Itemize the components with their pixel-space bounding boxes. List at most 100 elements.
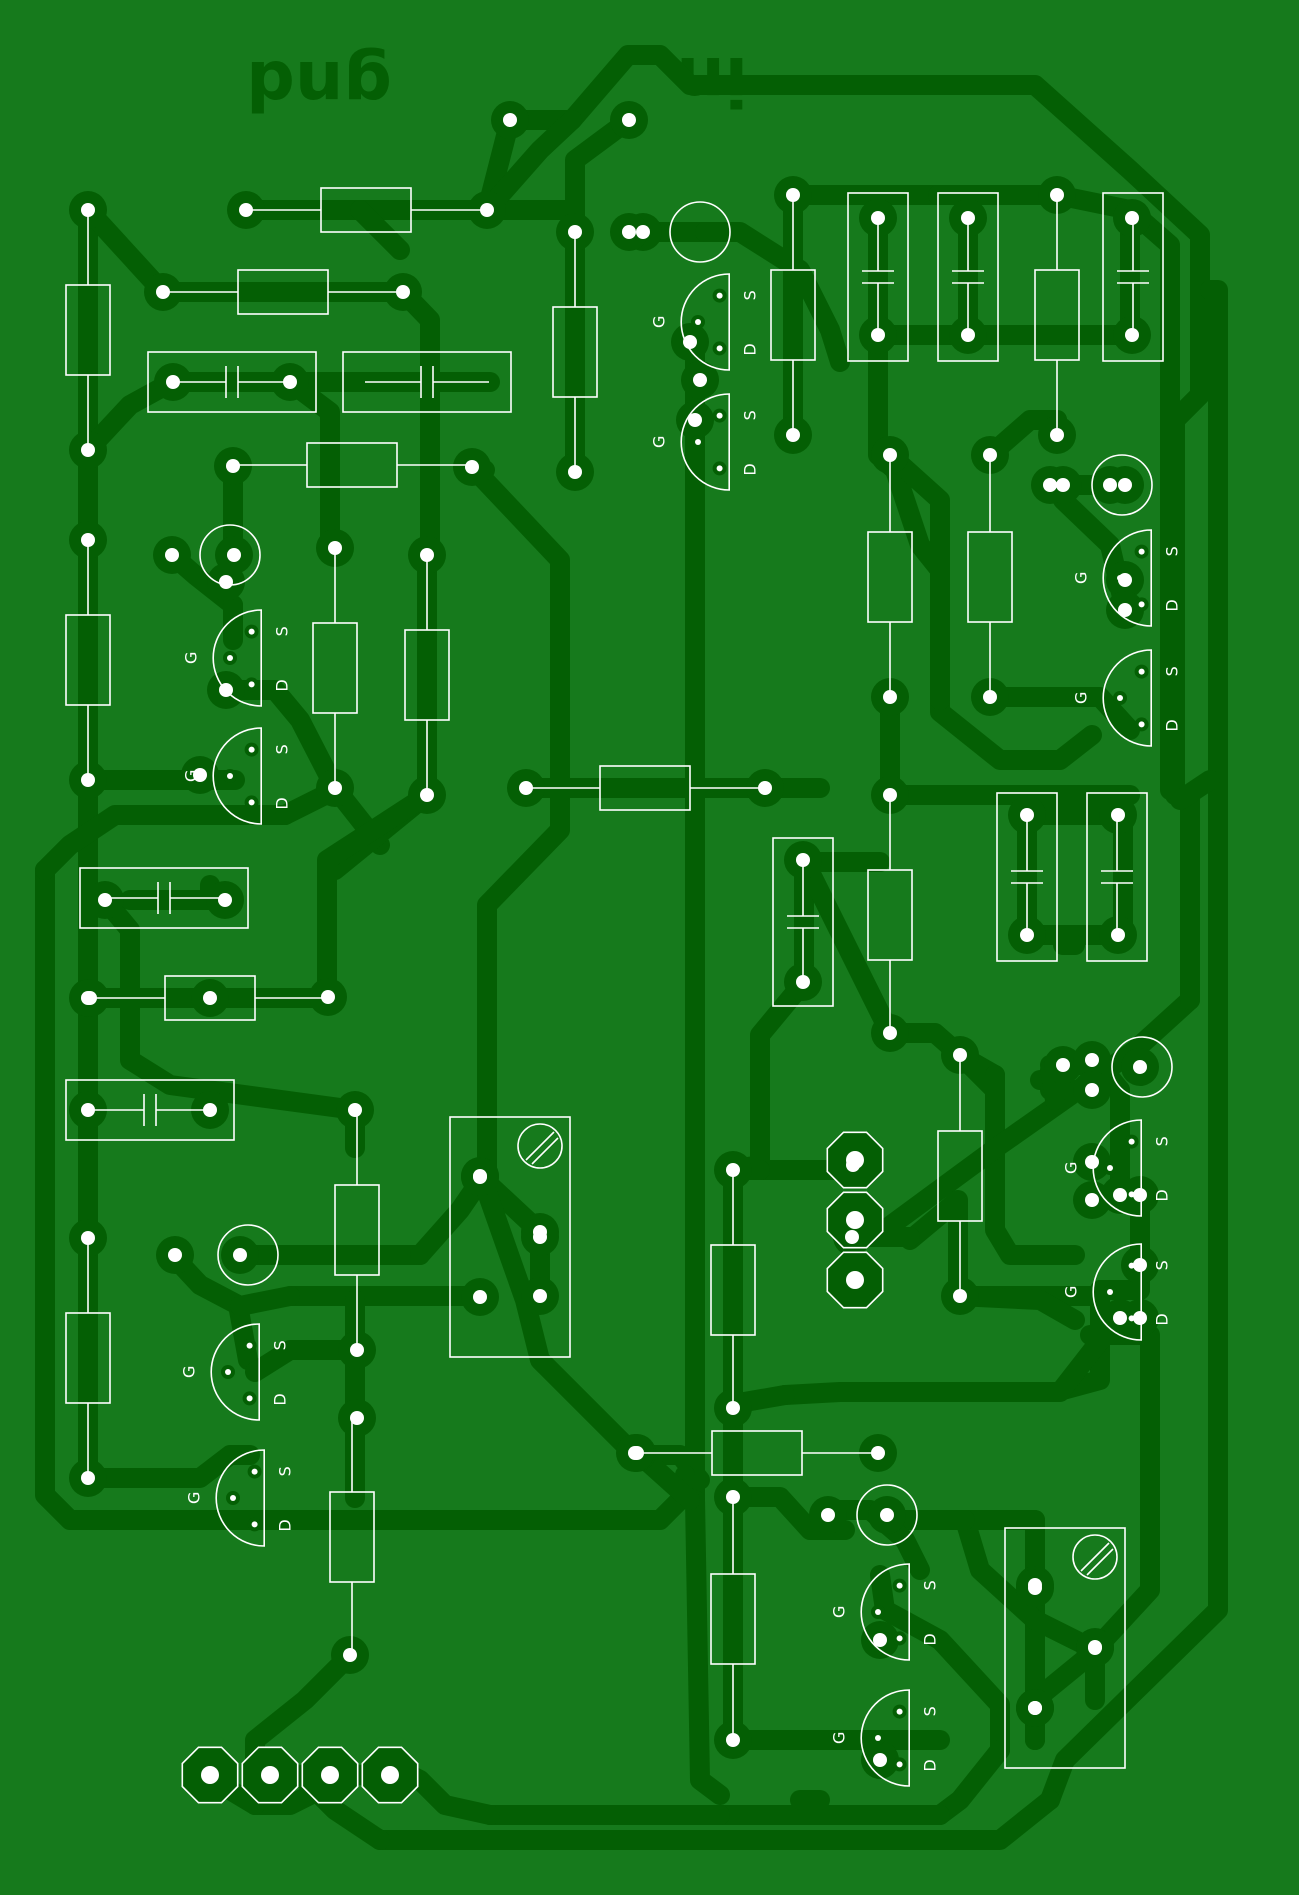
drill-hole [1088, 1641, 1102, 1655]
transistor-outline [1092, 1243, 1142, 1341]
gnd-label: gnd [246, 45, 392, 124]
drill-hole [1113, 1311, 1127, 1325]
drill-hole [321, 1766, 339, 1784]
source-pin-label: S [1163, 546, 1182, 556]
drill-hole [786, 188, 800, 202]
drill-hole [796, 975, 810, 989]
drill-hole [875, 1735, 881, 1741]
drill-hole [896, 1761, 903, 1768]
gate-pin-label: G [181, 652, 200, 664]
gate-pin-label: G [1071, 692, 1090, 704]
drill-hole [227, 773, 233, 779]
drill-hole [219, 683, 233, 697]
drill-hole [1111, 808, 1125, 822]
drill-hole [883, 788, 897, 802]
source-pin-label: S [741, 410, 760, 420]
drill-hole [1128, 1315, 1135, 1322]
drill-hole [246, 1342, 253, 1349]
drill-hole [225, 1369, 231, 1375]
drill-hole [283, 375, 297, 389]
drill-hole [628, 1446, 642, 1460]
drill-hole [1050, 188, 1064, 202]
drill-hole [726, 1401, 740, 1415]
drill-hole [1117, 695, 1123, 701]
drill-hole [683, 335, 697, 349]
drill-hole [846, 1211, 864, 1229]
drill-hole [1128, 1191, 1135, 1198]
drill-hole [622, 225, 636, 239]
drill-hole [1117, 575, 1123, 581]
drill-hole [1028, 1701, 1042, 1715]
drill-hole [533, 1289, 547, 1303]
drill-hole [248, 799, 255, 806]
drill-hole [230, 1495, 236, 1501]
drill-hole [622, 113, 636, 127]
drill-hole [896, 1582, 903, 1589]
drill-hole [226, 459, 240, 473]
drill-hole [716, 345, 723, 352]
trimmer-slot [531, 1137, 559, 1165]
drill-hole [348, 1103, 362, 1117]
drill-hole [420, 788, 434, 802]
drill-hole [1085, 1193, 1099, 1207]
capacitor-outline [147, 351, 317, 413]
drill-hole [480, 203, 494, 217]
drill-hole [1103, 478, 1117, 492]
drain-pin-label: D [1163, 599, 1182, 611]
drain-pin-label: D [1153, 1313, 1172, 1325]
drain-pin-label: D [271, 1393, 290, 1405]
copper-trace [680, 332, 705, 1510]
trimmer-slot [1080, 1542, 1110, 1572]
drill-hole [1133, 1188, 1147, 1202]
drill-hole [883, 448, 897, 462]
drill-hole [953, 1289, 967, 1303]
drill-hole [1020, 808, 1034, 822]
drill-hole [83, 991, 97, 1005]
drill-hole [328, 781, 342, 795]
copper-trace [370, 1790, 1060, 1850]
transistor-outline [212, 727, 262, 825]
copper-trace [900, 1190, 968, 1306]
source-pin-label: S [1153, 1260, 1172, 1270]
drill-hole [880, 1508, 894, 1522]
drill-hole [1128, 1262, 1135, 1269]
drill-hole [251, 1468, 258, 1475]
drain-pin-label: D [741, 463, 760, 475]
trimmer-outline [1004, 1527, 1126, 1769]
transistor-outline [680, 393, 730, 491]
gate-pin-label: G [1061, 1286, 1080, 1298]
drill-hole [896, 1708, 903, 1715]
capacitor-outline [772, 837, 834, 1007]
drill-hole [465, 460, 479, 474]
drill-holes [81, 113, 1147, 1784]
drill-hole [983, 690, 997, 704]
copper-trace [95, 890, 365, 1120]
drill-hole [193, 768, 207, 782]
drill-hole [519, 781, 533, 795]
source-pin-label: S [271, 1340, 290, 1350]
drill-hole [98, 893, 112, 907]
transistor-outline [860, 1563, 910, 1661]
drill-hole [261, 1766, 279, 1784]
gate-pin-label: G [1061, 1162, 1080, 1174]
capacitor-outline [1102, 192, 1164, 362]
gate-pin-label: G [649, 436, 668, 448]
copper-trace [794, 850, 900, 1043]
drill-hole [1085, 1053, 1099, 1067]
capacitor-outline [65, 1079, 235, 1141]
drill-hole [983, 448, 997, 462]
transistor-outline [210, 1323, 260, 1421]
drill-hole [350, 1343, 364, 1357]
drill-hole [1043, 478, 1057, 492]
gate-pin-label: G [179, 1366, 198, 1378]
copper-trace [462, 457, 570, 1188]
drill-hole [1138, 601, 1145, 608]
capacitor-outline [1086, 792, 1148, 962]
drill-hole [961, 211, 975, 225]
copper-trace [948, 1286, 1085, 1330]
drill-hole [381, 1766, 399, 1784]
copper-trace [880, 445, 950, 710]
drill-hole [688, 413, 702, 427]
